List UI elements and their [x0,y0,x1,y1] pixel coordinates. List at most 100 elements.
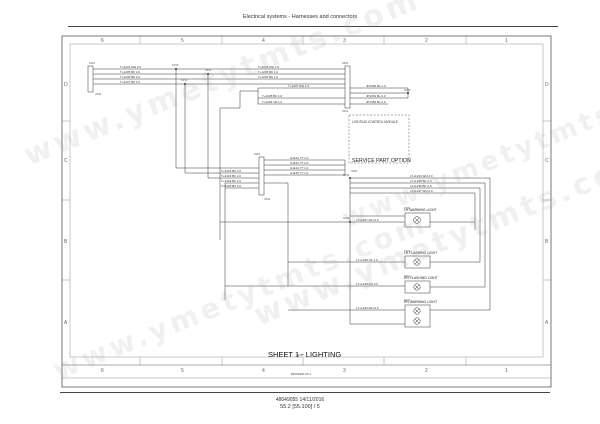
wire-label: T+1235 BK 2.0 [120,70,140,74]
wire-label: G1122 YT 1.0 [290,156,309,160]
lh-warning-light-box [404,212,431,228]
lamp-icon [413,317,421,325]
frame-row-label-left: D [64,82,68,88]
connector-id: X004 [254,152,261,156]
wire-label: LT+1235 BK 2.0 [410,179,432,183]
wire-label: T+4433 BK 2.0 [221,174,241,178]
wire-label: LT+1236 BK 2.0 [410,184,432,188]
connector-id: X041 [342,109,349,113]
drawing-border-inner [69,43,544,358]
frame-row-label-right: A [545,320,549,326]
wiring-lines [87,65,491,325]
connector-id: X042 [264,197,271,201]
lamp-icon [413,307,421,315]
frame-row-label-right: D [545,82,549,88]
lamp-cross [414,284,420,290]
frame-column-labels-top: 6 5 4 3 2 1 [101,38,508,44]
connector-id: X001 [89,61,96,65]
splice-id: SP10 [172,63,179,67]
splice-dot [349,221,351,223]
splice-dot [207,73,209,75]
lamp-cross [414,259,420,265]
rh-flashing-light-box [404,280,431,294]
splice-dot [175,68,177,70]
lamp-icon [413,283,421,291]
light-label: LH FLASHING LIGHT [404,251,437,255]
wire-label: G1124 YT 1.0 [290,166,309,170]
service-box-label: SERVICE PART OPTION [352,158,411,164]
wire-label: LT+1237 WH 2.0 [356,218,379,222]
lh-flashing-light-box [404,255,431,269]
splice-points [175,68,409,223]
wire-label: T+1236 BK 1.0 [258,75,278,79]
lamp-cross [414,217,420,223]
wire-label: JP1451 BL 2.0 [366,94,386,98]
drawing-border-outer [61,35,552,388]
wire-label: T+1234 WH 1.0 [258,65,279,69]
frame-row-labels-left: D C B A [64,82,68,326]
connector-id: X010 [404,274,411,278]
connector-id: X007 [404,249,411,253]
frame-col-label-bottom: 1 [505,368,508,374]
lamp-cross [414,308,420,314]
frame-row-label-left: C [64,158,68,164]
drawing-id: 84523930 Sh.1 [291,372,312,376]
wire-label: JP1450 BL 2.0 [366,84,386,88]
wire-labels: T+1234 WH 2.0T+1235 BK 2.0T+1236 BK 2.0T… [120,65,433,310]
frame-col-label-bottom: 5 [181,368,184,374]
light-label: LH WARNING LIGHT [404,208,436,212]
frame-row-label-right: C [545,158,549,164]
wire-label: T+1238 BK 1.0 [262,94,282,98]
main-connector-body [87,65,94,93]
sheet-title: SHEET 1 - LIGHTING [268,350,341,359]
wire-label: T+1235 BK 1.0 [258,70,278,74]
connector-id: X043 [296,353,303,357]
frame-col-label-top: 3 [343,38,346,44]
wire-label: T+4434 BK 2.0 [221,179,241,183]
footer-doc-line: 48049055 14/11/2016 [275,397,325,403]
wire-label: T+1237 WH 1.0 [288,84,309,88]
connector-id: X003 [342,61,349,65]
wire-label: LT+1237 WH 2.0 [410,189,433,193]
wire-label: T+4435 BK 2.0 [221,184,241,188]
wire-label: LT+1239 GN 2.0 [356,282,378,286]
frame-zone-ticks [62,36,551,365]
frame-row-label-right: B [545,239,549,245]
wire-label: LT+1238 YE 1.0 [356,258,378,262]
frame-col-label-top: 2 [425,38,428,44]
frame-col-label-top: 5 [181,38,184,44]
frame-row-label-left: B [64,239,68,245]
splice-id: SP13 [404,88,411,92]
lamp-icon [413,258,421,266]
rh-warning-light-box [404,304,431,328]
wire-label: T+4432 BK 2.0 [221,169,241,173]
frame-row-labels-right: D C B A [545,82,549,326]
frame-row-label-left: A [64,320,68,326]
frame-col-label-top: 4 [262,38,265,44]
lamp-cross [414,318,420,324]
connector-id: X005 [351,169,358,173]
wire-label: T+1234 WH 2.0 [120,65,141,69]
frame-col-label-bottom: 3 [343,368,346,374]
footer-rule [60,392,550,393]
wire-label: T+1239 YE 1.0 [262,100,282,104]
wire-label: G1125 YT 1.0 [290,171,309,175]
light-label: RH WARNING LIGHT [404,300,437,304]
frame-col-label-top: 1 [505,38,508,44]
page-header-title: Electrical systems - Harnesses and conne… [242,14,358,20]
wire-label: LT+1240 WH 2.0 [356,306,379,310]
lighting-control-module-box [348,114,410,164]
wire-label: LT+1234 WH 2.0 [410,174,433,178]
connector-id: X040 [95,92,102,96]
mid-connector-body [258,156,265,196]
wire-label: T+1237 BK 1.0 [120,80,140,84]
module-label: LIGHTING CONTROL MODULE [352,120,398,124]
splice-dot [184,83,186,85]
frame-col-label-bottom: 2 [425,368,428,374]
lights [404,212,431,328]
frame-col-label-top: 6 [101,38,104,44]
module-connector-body [344,65,351,109]
